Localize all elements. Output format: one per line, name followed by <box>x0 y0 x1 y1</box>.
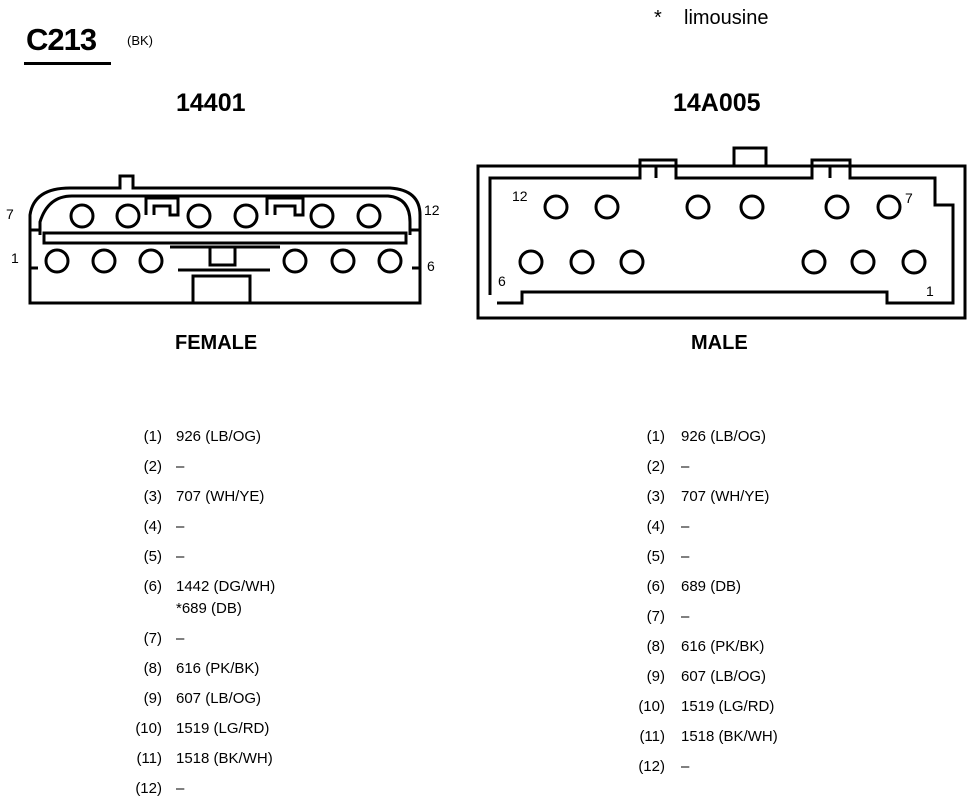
female-pin-wire: *689 (DB) <box>176 600 242 617</box>
female-pin-wire: – <box>176 548 185 565</box>
male-pin-number: (2) <box>646 458 665 475</box>
male-pin-number: (9) <box>646 668 665 685</box>
female-pin-bottom <box>377 248 403 274</box>
male-pin-wire: 707 (WH/YE) <box>681 488 770 505</box>
male-pin-top <box>543 194 569 220</box>
female-pin-bottom <box>91 248 117 274</box>
male-pin-number: (3) <box>646 488 665 505</box>
male-pin-number: (1) <box>646 428 665 445</box>
connector-drawings: 7 12 1 6 12 7 6 1 <box>6 146 967 320</box>
female-pin-top <box>356 203 382 229</box>
male-pin-wire: 1518 (BK/WH) <box>681 728 778 745</box>
male-pin-top <box>824 194 850 220</box>
male-pin-number: (6) <box>646 578 665 595</box>
female-pin-wire: – <box>176 518 185 535</box>
female-pin-wire: – <box>176 780 185 797</box>
male-pin-bottom <box>850 249 876 275</box>
connector-id: C213 <box>26 22 97 57</box>
female-pin-top <box>69 203 95 229</box>
female-pin-wire: 607 (LB/OG) <box>176 690 262 707</box>
male-pin-bottom <box>901 249 927 275</box>
female-label-bottom-right: 6 <box>427 258 435 274</box>
male-pin-bottom <box>619 249 645 275</box>
female-pin-number: (5) <box>143 548 162 565</box>
female-connector-drawing <box>28 174 422 305</box>
male-pin-wire: 616 (PK/BK) <box>681 638 765 655</box>
female-pin-number: (12) <box>135 780 162 797</box>
male-pin-wire: 926 (LB/OG) <box>681 428 767 445</box>
male-pin-wire: 689 (DB) <box>681 578 742 595</box>
male-pin-bottom <box>801 249 827 275</box>
male-pin-wire: 1519 (LG/RD) <box>681 698 775 715</box>
male-pin-number: (10) <box>638 698 665 715</box>
female-pin-wire: 616 (PK/BK) <box>176 660 260 677</box>
female-pin-bottom <box>330 248 356 274</box>
title-underline <box>24 62 111 65</box>
male-part-number: 14A005 <box>673 89 761 117</box>
male-pin-wire: – <box>681 548 690 565</box>
male-label-top-right: 7 <box>905 190 913 206</box>
female-pin-number: (10) <box>135 720 162 737</box>
female-pin-wire: – <box>176 630 185 647</box>
female-pin-bottom <box>138 248 164 274</box>
male-pin-top <box>594 194 620 220</box>
female-pin-wire: 1442 (DG/WH) <box>176 578 276 595</box>
female-pin-number: (7) <box>143 630 162 647</box>
female-pin-number: (2) <box>143 458 162 475</box>
female-label: FEMALE <box>175 332 258 354</box>
female-pin-top <box>233 203 259 229</box>
male-pin-wire: – <box>681 518 690 535</box>
legend-text: limousine <box>684 7 769 29</box>
female-pin-wire: 926 (LB/OG) <box>176 428 262 445</box>
male-pin-bottom <box>569 249 595 275</box>
female-pin-number: (11) <box>136 750 162 767</box>
female-label-bottom-left: 1 <box>11 250 19 266</box>
male-pin-top <box>739 194 765 220</box>
legend: * limousine <box>654 7 768 30</box>
connector-color-tag: (BK) <box>127 33 153 48</box>
male-pin-wire: 607 (LB/OG) <box>681 668 767 685</box>
female-pin-bottom <box>282 248 308 274</box>
male-label-top-left: 12 <box>512 188 528 204</box>
female-pin-number: (4) <box>143 518 162 535</box>
female-label-top-right: 12 <box>424 202 440 218</box>
male-pin-number: (4) <box>646 518 665 535</box>
male-pin-number: (7) <box>646 608 665 625</box>
male-pin-wire: – <box>681 458 690 475</box>
male-pin-number: (11) <box>639 728 665 745</box>
female-pin-number: (8) <box>143 660 162 677</box>
male-pin-number: (12) <box>638 758 665 775</box>
male-pin-number: (8) <box>646 638 665 655</box>
male-pin-top <box>876 194 902 220</box>
female-pin-bottom <box>44 248 70 274</box>
female-pin-number: (9) <box>143 690 162 707</box>
female-pin-top <box>309 203 335 229</box>
female-pin-number: (1) <box>143 428 162 445</box>
male-label: MALE <box>691 332 748 354</box>
male-pin-wire: – <box>681 608 690 625</box>
female-label-top-left: 7 <box>6 206 14 222</box>
male-pin-top <box>685 194 711 220</box>
female-pin-wire: 1519 (LG/RD) <box>176 720 270 737</box>
male-pin-bottom <box>518 249 544 275</box>
male-connector-drawing <box>476 146 967 320</box>
female-pin-wire: 1518 (BK/WH) <box>176 750 273 767</box>
female-pin-number: (3) <box>143 488 162 505</box>
male-pin-number: (5) <box>646 548 665 565</box>
female-pin-top <box>186 203 212 229</box>
female-pins <box>44 203 403 274</box>
male-label-bottom-left: 6 <box>498 273 506 289</box>
female-pin-wire: 707 (WH/YE) <box>176 488 265 505</box>
female-pin-wire: – <box>176 458 185 475</box>
female-pin-top <box>115 203 141 229</box>
female-pin-number: (6) <box>143 578 162 595</box>
male-label-bottom-right: 1 <box>926 283 934 299</box>
male-pins <box>518 194 927 275</box>
legend-symbol: * <box>654 7 662 29</box>
female-part-number: 14401 <box>176 89 246 117</box>
male-pin-wire: – <box>681 758 690 775</box>
